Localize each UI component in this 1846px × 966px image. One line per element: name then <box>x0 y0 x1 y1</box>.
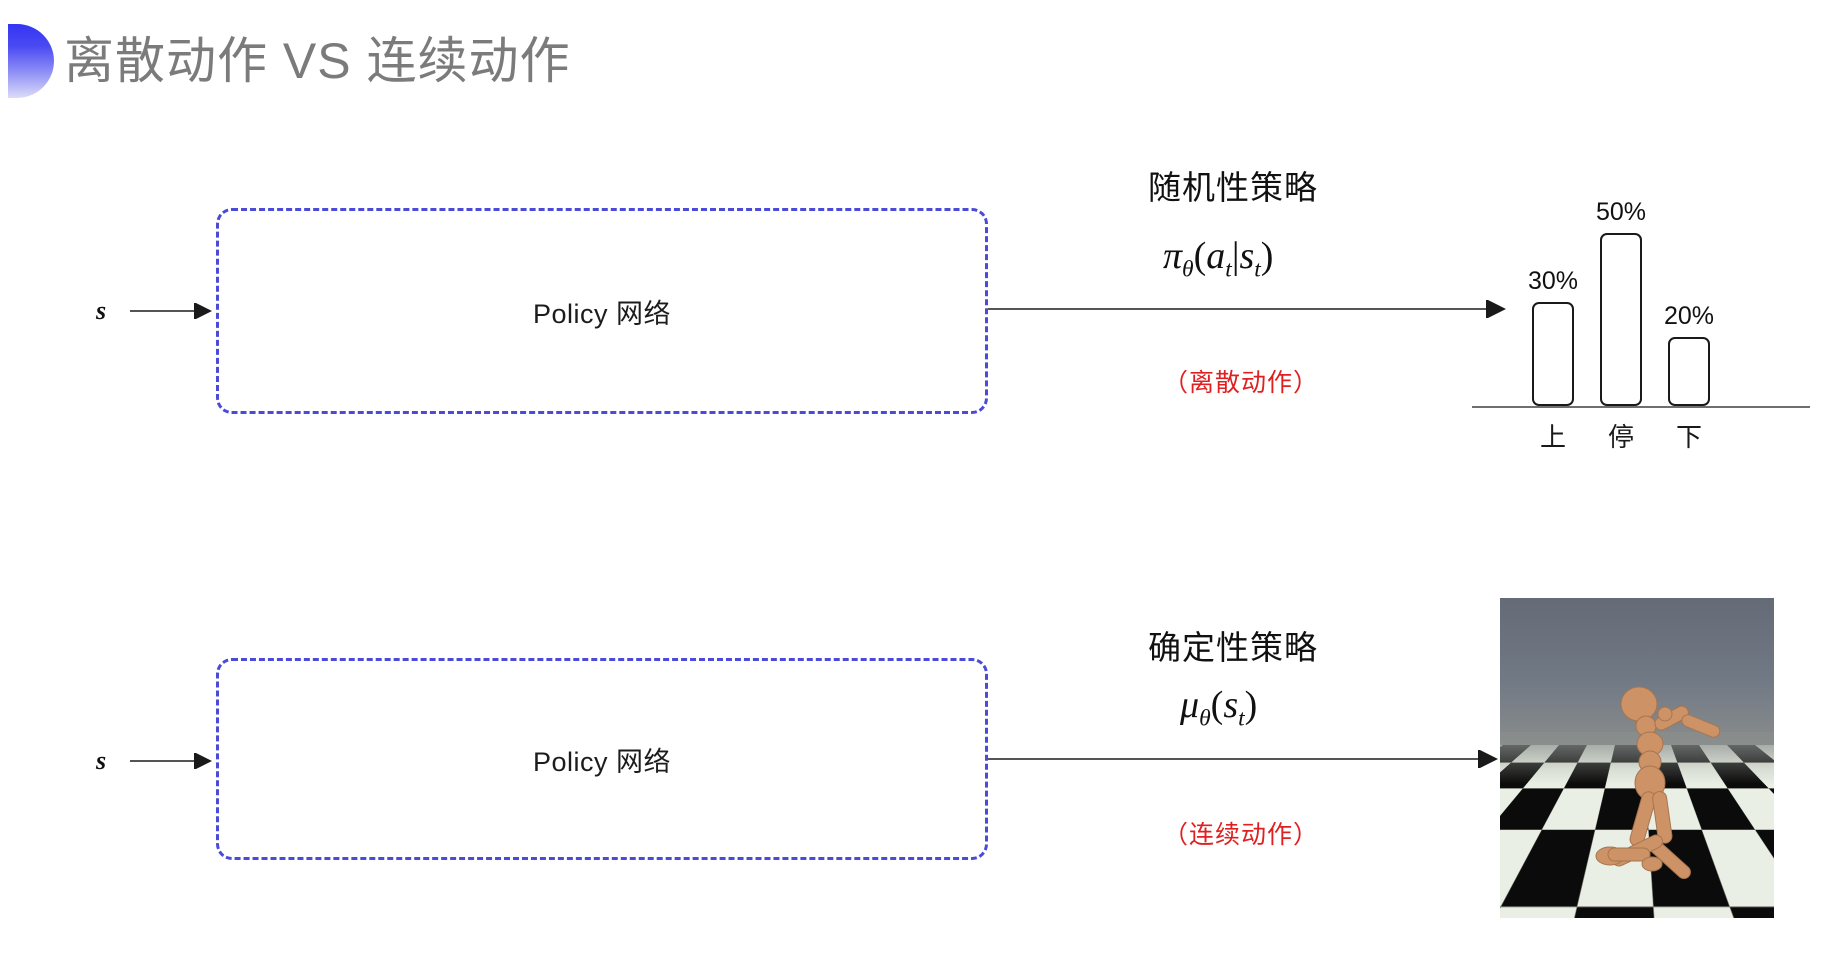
table-row: 20% <box>1664 146 1714 406</box>
bar-rect <box>1532 302 1574 406</box>
chart-category-label: 下 <box>1675 422 1702 452</box>
action-note-discrete: （离散动作） <box>1163 369 1320 397</box>
formula-action-sub: t <box>1225 256 1232 283</box>
bar-rect <box>1600 233 1642 406</box>
formula-close-paren: ) <box>1244 684 1258 726</box>
formula-pi: π <box>1163 235 1183 277</box>
policy-network-label-top: Policy 网络 <box>532 298 672 329</box>
formula-stochastic-policy: πθ(at|st) <box>1163 234 1273 284</box>
chart-category-labels: 上 停 下 <box>1532 417 1772 454</box>
action-note-continuous: （连续动作） <box>1163 821 1320 849</box>
policy-network-box-bottom[interactable]: Policy 网络 <box>216 658 988 860</box>
table-row: 30% <box>1528 146 1578 406</box>
formula-state-sub: t <box>1238 705 1245 732</box>
chart-category-label: 停 <box>1607 422 1634 452</box>
formula-state: s <box>1239 235 1255 277</box>
formula-action: a <box>1206 235 1226 277</box>
bar-value-label: 20% <box>1663 302 1715 330</box>
policy-type-bottom: 确定性策略 <box>1148 629 1318 666</box>
formula-open-paren: ( <box>1193 235 1207 277</box>
input-arrow-bottom <box>130 753 212 769</box>
half-circle-gradient-icon <box>8 24 54 98</box>
humanoid-simulation-image <box>1500 598 1774 918</box>
page-title: 离散动作 VS 连续动作 <box>64 33 571 89</box>
chart-axis-line <box>1472 406 1810 408</box>
output-arrow-top <box>988 300 1506 318</box>
formula-deterministic-policy: μθ(st) <box>1180 683 1257 733</box>
policy-network-label-bottom: Policy 网络 <box>532 746 672 777</box>
policy-network-box-top[interactable]: Policy 网络 <box>216 208 988 414</box>
output-arrow-bottom <box>988 750 1498 768</box>
humanoid-figure <box>1595 686 1721 880</box>
policy-type-top: 随机性策略 <box>1148 169 1318 206</box>
formula-open-paren: ( <box>1210 684 1224 726</box>
formula-state-sub: t <box>1254 256 1261 283</box>
bar-rect <box>1668 337 1710 406</box>
bar-value-label: 50% <box>1595 198 1647 226</box>
state-label-top: s <box>96 296 107 325</box>
formula-theta-sub: θ <box>1182 256 1194 283</box>
formula-state: s <box>1223 684 1239 726</box>
chart-bars: 30% 50% 20% <box>1528 146 1772 406</box>
input-arrow-top <box>130 303 212 319</box>
formula-close-paren: ) <box>1260 235 1274 277</box>
formula-theta-sub: θ <box>1199 705 1211 732</box>
table-row: 50% <box>1596 146 1646 406</box>
formula-mu: μ <box>1180 684 1200 726</box>
formula-given-bar: | <box>1231 235 1240 277</box>
discrete-action-bar-chart: 30% 50% 20% 上 停 下 <box>1470 100 1830 460</box>
chart-category-label: 上 <box>1539 422 1566 452</box>
state-label-bottom: s <box>96 746 107 775</box>
bar-value-label: 30% <box>1527 267 1579 295</box>
